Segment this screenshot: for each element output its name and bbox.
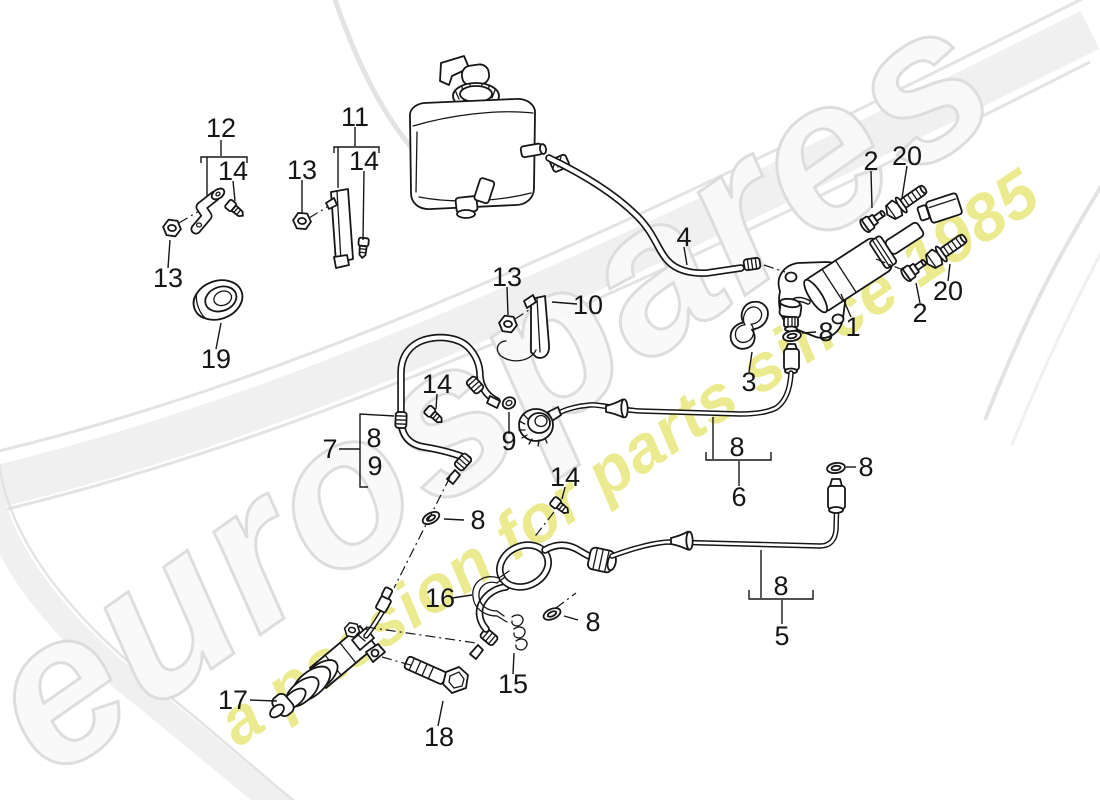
- callout-17: 17: [218, 685, 248, 715]
- callout-14: 14: [218, 156, 248, 186]
- flex-hose-7: [394, 333, 501, 528]
- callout-3: 3: [741, 367, 756, 397]
- callout-7: 7: [322, 434, 337, 464]
- callout-18: 18: [424, 722, 454, 752]
- bracket-12-assembly: [161, 187, 248, 238]
- master-cylinder-1: [777, 180, 972, 375]
- callout-11: 11: [341, 102, 369, 132]
- callout-9: 9: [501, 426, 516, 456]
- callout-16: 16: [425, 583, 455, 613]
- bracket-10: [496, 294, 550, 362]
- gasket-3: [729, 300, 769, 350]
- leader-lines: [167, 127, 951, 727]
- callout-15: 15: [498, 669, 528, 699]
- line-art: [161, 55, 972, 719]
- mounting-bolt-18: [403, 655, 469, 694]
- callout-19: 19: [201, 344, 231, 374]
- callout-5: 5: [774, 621, 789, 651]
- callout-20: 20: [892, 141, 922, 171]
- hose-clamp-16: [472, 570, 510, 623]
- callout-14: 14: [422, 369, 452, 399]
- callout-12: 12: [206, 113, 236, 143]
- callout-8: 8: [858, 452, 873, 482]
- bracket-11-assembly: [291, 188, 370, 269]
- callout-14: 14: [550, 462, 580, 492]
- callout-2: 2: [912, 298, 927, 328]
- callout-2: 2: [863, 146, 878, 176]
- callout-10: 10: [573, 290, 603, 320]
- cap-19: [192, 279, 244, 321]
- callout-20: 20: [933, 276, 963, 306]
- callout-14: 14: [349, 146, 379, 176]
- callout-9: 9: [367, 451, 382, 481]
- pipe-6: [556, 370, 794, 419]
- fluid-reservoir: [409, 55, 571, 219]
- callout-8: 8: [585, 607, 600, 637]
- slave-cylinder-17: [269, 586, 394, 719]
- pipe-5: [609, 460, 847, 559]
- callout-6: 6: [731, 482, 746, 512]
- callout-13: 13: [153, 263, 183, 293]
- callout-8: 8: [773, 571, 788, 601]
- callout-4: 4: [676, 222, 691, 252]
- seal-ring-9: [501, 396, 517, 410]
- callout-8: 8: [729, 432, 744, 462]
- callout-8: 8: [470, 505, 485, 535]
- callout-8: 8: [366, 423, 381, 453]
- callout-1: 1: [845, 312, 860, 342]
- callout-13: 13: [287, 155, 317, 185]
- assembly-axes: [178, 206, 904, 667]
- callout-8: 8: [818, 317, 833, 347]
- callout-13: 13: [492, 262, 522, 292]
- quick-coupler-9: [518, 406, 562, 447]
- retainer-clip-15: [511, 614, 528, 651]
